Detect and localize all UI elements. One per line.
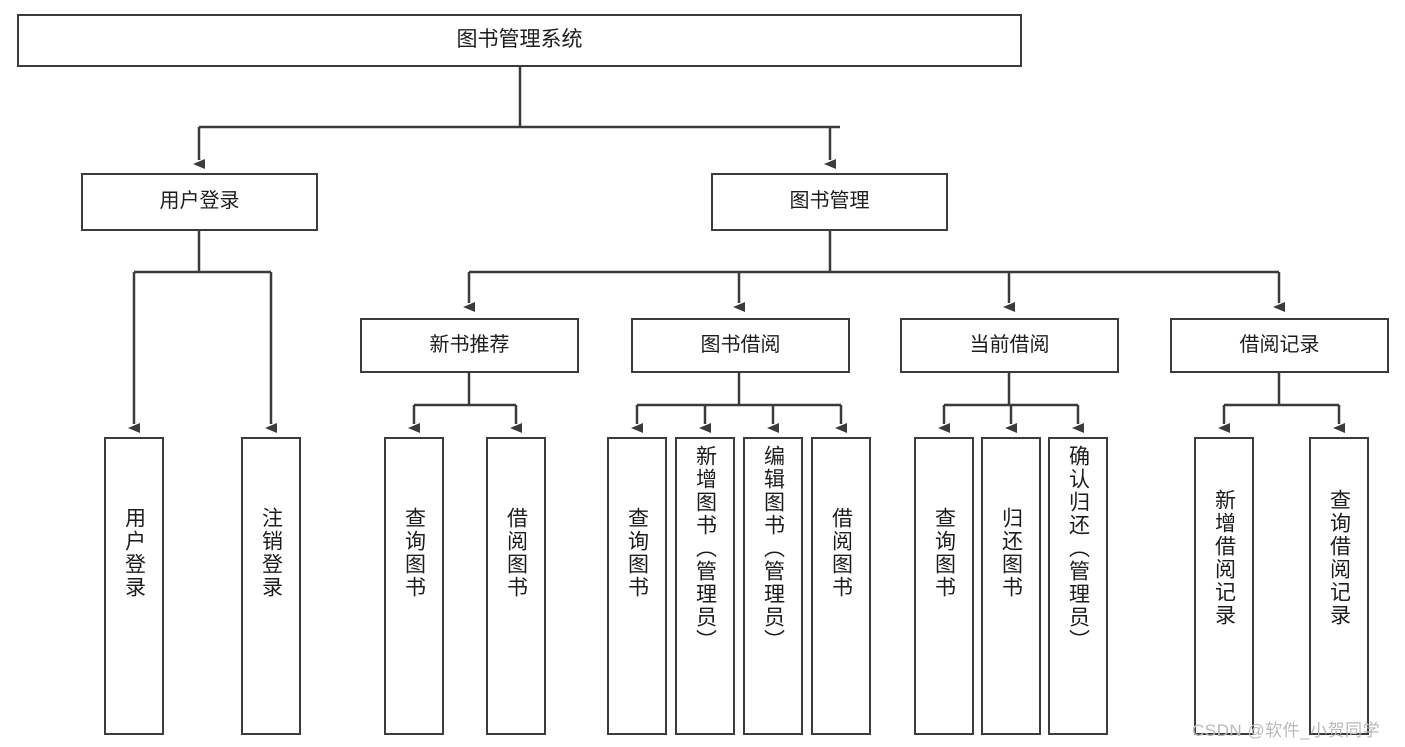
leaf-borrow-borrow-book-label: 借阅图书	[829, 507, 853, 599]
node-user-login[interactable]: 用户登录	[81, 173, 318, 231]
node-user-login-label: 用户登录	[159, 190, 240, 213]
leaf-user-login-signin-label: 用户登录	[122, 507, 146, 599]
node-borrow-record[interactable]: 借阅记录	[1170, 318, 1389, 373]
node-book-borrow[interactable]: 图书借阅	[631, 318, 850, 373]
leaf-borrow-add-book-admin-label: 新增图书（管理员）	[693, 445, 717, 652]
leaf-record-query-record-label: 查询借阅记录	[1327, 489, 1351, 627]
leaf-new-book-borrow-label: 借阅图书	[504, 507, 528, 599]
leaf-current-query-book[interactable]: 查询图书	[914, 437, 974, 735]
leaf-borrow-edit-book-admin[interactable]: 编辑图书（管理员）	[743, 437, 803, 735]
leaf-user-login-signin[interactable]: 用户登录	[104, 437, 164, 735]
node-book-management-label: 图书管理	[789, 190, 870, 213]
leaf-record-add-record-label: 新增借阅记录	[1212, 489, 1236, 627]
watermark: CSDN @软件_小贺同学	[1192, 721, 1381, 740]
node-new-book-recommend[interactable]: 新书推荐	[360, 318, 579, 373]
node-root-system[interactable]: 图书管理系统	[17, 14, 1022, 67]
leaf-current-return-book-label: 归还图书	[999, 507, 1023, 599]
node-root-label: 图书管理系统	[456, 28, 583, 52]
leaf-current-confirm-return-admin[interactable]: 确认归还（管理员）	[1048, 437, 1108, 735]
leaf-user-login-signout[interactable]: 注销登录	[241, 437, 301, 735]
leaf-user-login-signout-label: 注销登录	[259, 507, 283, 599]
node-book-management[interactable]: 图书管理	[711, 173, 948, 231]
leaf-record-query-record[interactable]: 查询借阅记录	[1309, 437, 1369, 735]
leaf-borrow-borrow-book[interactable]: 借阅图书	[811, 437, 871, 735]
leaf-new-book-borrow[interactable]: 借阅图书	[486, 437, 546, 735]
node-current-borrow[interactable]: 当前借阅	[900, 318, 1119, 373]
leaf-new-book-query-label: 查询图书	[402, 507, 426, 599]
leaf-current-return-book[interactable]: 归还图书	[981, 437, 1041, 735]
leaf-current-query-book-label: 查询图书	[932, 507, 956, 599]
leaf-borrow-query-book[interactable]: 查询图书	[607, 437, 667, 735]
leaf-borrow-edit-book-admin-label: 编辑图书（管理员）	[761, 445, 785, 652]
node-current-borrow-label: 当前借阅	[969, 333, 1050, 356]
leaf-current-confirm-return-admin-label: 确认归还（管理员）	[1066, 445, 1090, 652]
node-book-borrow-label: 图书借阅	[700, 333, 781, 356]
node-borrow-record-label: 借阅记录	[1239, 333, 1320, 356]
leaf-new-book-query[interactable]: 查询图书	[384, 437, 444, 735]
node-new-book-recommend-label: 新书推荐	[429, 333, 510, 356]
leaf-record-add-record[interactable]: 新增借阅记录	[1194, 437, 1254, 735]
leaf-borrow-query-book-label: 查询图书	[625, 507, 649, 599]
leaf-borrow-add-book-admin[interactable]: 新增图书（管理员）	[675, 437, 735, 735]
